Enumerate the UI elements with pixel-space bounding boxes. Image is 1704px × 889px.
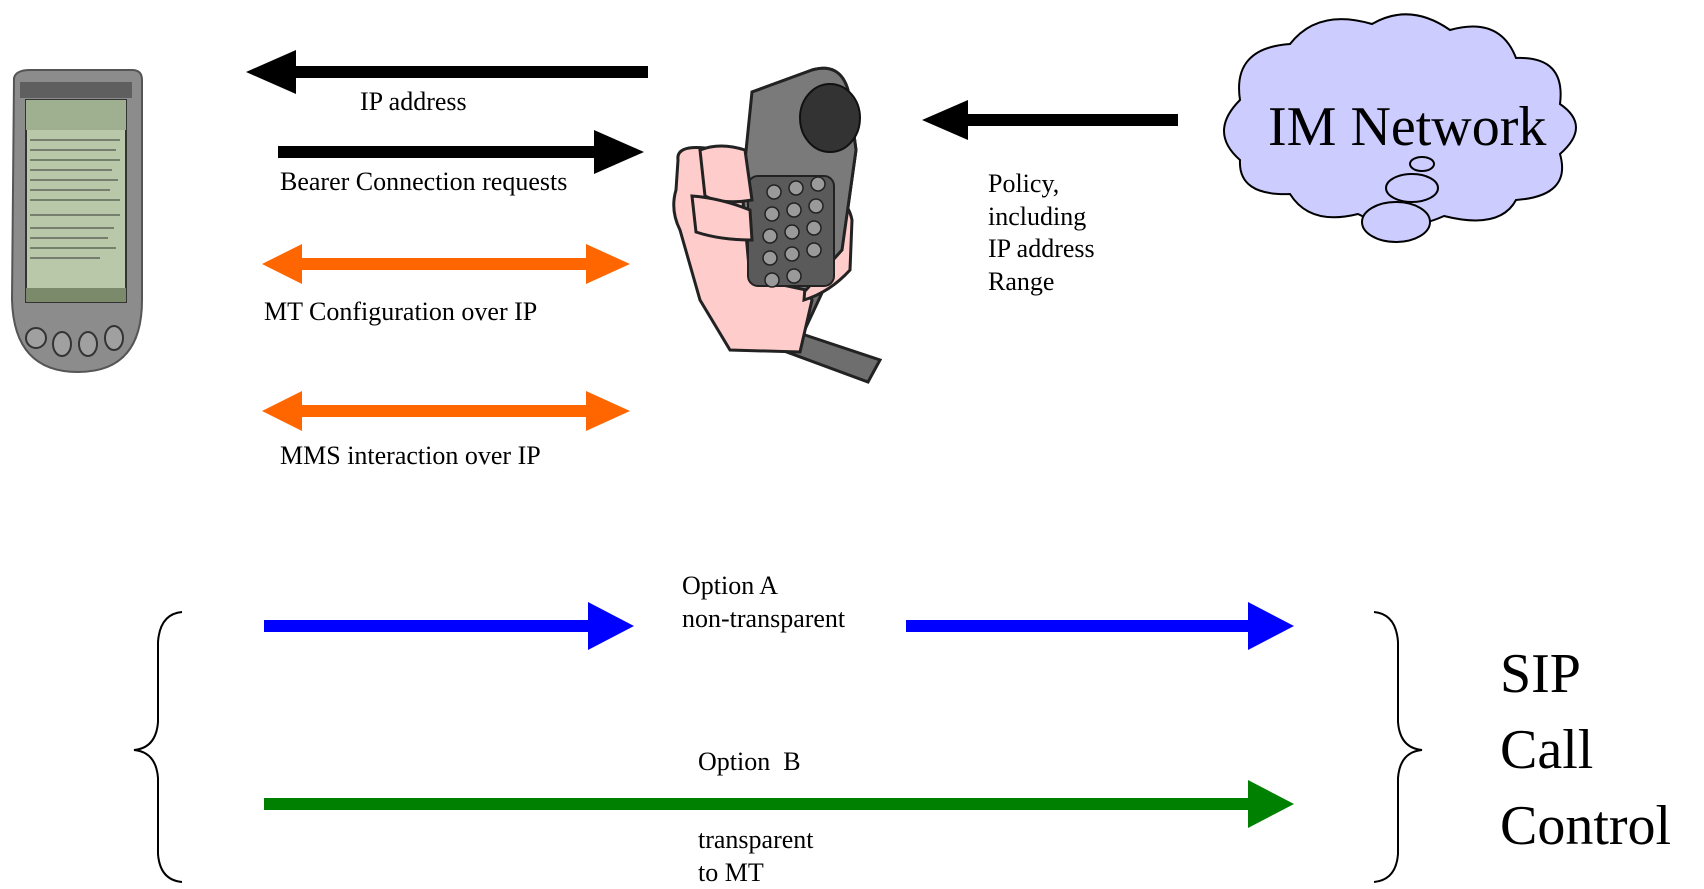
sip-line: SIP xyxy=(1500,636,1671,712)
sip-line: Call xyxy=(1500,712,1671,788)
policy-line: Policy, xyxy=(988,168,1095,201)
option-a-arrow-right xyxy=(906,602,1294,650)
handheld-mobile-phone-icon xyxy=(674,68,880,382)
ip-address-label: IP address xyxy=(360,86,467,119)
option-a-label: Option A non-transparent xyxy=(682,570,845,635)
mms-interaction-arrow xyxy=(262,391,630,431)
option-a-line: non-transparent xyxy=(682,603,845,636)
policy-line: including xyxy=(988,201,1095,234)
option-a-arrow-left xyxy=(264,602,634,650)
option-b-note-line: transparent xyxy=(698,824,814,857)
bearer-requests-label: Bearer Connection requests xyxy=(280,166,567,199)
policy-arrow xyxy=(922,100,1178,140)
option-b-label: Option B xyxy=(698,746,801,779)
pda-device-icon xyxy=(12,70,142,372)
mt-configuration-arrow xyxy=(262,244,630,284)
sip-call-control-label: SIP Call Control xyxy=(1500,636,1671,864)
policy-line: Range xyxy=(988,266,1095,299)
sip-line: Control xyxy=(1500,788,1671,864)
left-brace xyxy=(134,612,182,882)
right-brace xyxy=(1374,612,1422,882)
im-network-label: IM Network xyxy=(1268,92,1546,162)
policy-label: Policy, including IP address Range xyxy=(988,168,1095,298)
mms-interaction-label: MMS interaction over IP xyxy=(280,440,541,473)
option-a-line: Option A xyxy=(682,570,845,603)
option-b-note-line: to MT xyxy=(698,857,814,889)
policy-line: IP address xyxy=(988,233,1095,266)
option-b-note: transparent to MT xyxy=(698,824,814,889)
option-b-arrow xyxy=(264,780,1294,828)
mt-configuration-label: MT Configuration over IP xyxy=(264,296,537,329)
